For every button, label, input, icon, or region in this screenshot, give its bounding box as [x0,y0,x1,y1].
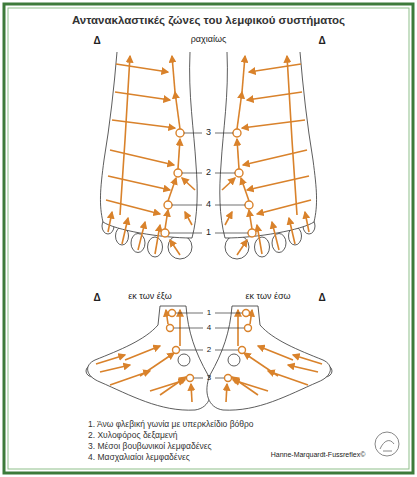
view-marker: Δ [93,292,100,303]
legend-item: 1. Άνω φλεβική γωνία με υπερκλείδιο βόθρ… [88,420,254,429]
illustration-path [110,150,174,165]
illustration-path [175,92,180,129]
illustration-path [166,310,168,324]
illustration-path [96,355,125,364]
illustration-g [100,52,197,259]
callout-number: 3 [206,128,211,138]
illustration-rect [8,8,409,469]
illustration-circle [164,201,172,209]
illustration-line [172,205,202,206]
copyright-note: Hanne-Marquardt-Fussreflex© [271,451,366,459]
illustration-path [108,212,112,232]
illustration-path [120,56,130,215]
illustration-path [115,92,170,100]
illustration-g [169,133,202,233]
legend-item: 2. Χυλοφόρος δεξαμενή [88,431,178,440]
view-marker: Δ [318,292,325,303]
illustration-line [180,350,203,351]
illustration-path [150,380,185,391]
illustration-path [106,200,160,214]
illustration-line [184,133,202,134]
illustration-circle [173,347,180,354]
illustration-path [100,365,130,372]
illustration-path [380,441,394,451]
illustration-path [125,346,160,360]
illustration-line [194,378,203,379]
illustration-ellipse [168,235,192,259]
callout-number: 4 [207,324,211,333]
illustration-circle [178,354,190,366]
illustration-g [86,306,211,410]
illustration-path [122,218,128,244]
view-marker: Δ [318,35,325,46]
view-label: εκ των έσω [245,292,290,302]
illustration-circle [169,310,176,317]
illustration-path [108,176,170,190]
illustration-circle [174,169,182,177]
illustration-path [88,306,211,410]
illustration-path [138,222,145,250]
view-label: εκ των έξω [128,292,172,302]
illustration-g [161,129,184,237]
callout-number: 1 [207,309,211,318]
illustration-line [182,173,202,174]
illustration-path [182,178,195,190]
illustration-path [116,64,168,72]
illustration-path [185,212,192,225]
illustration-g [106,56,195,255]
illustration-line [169,233,202,234]
illustration-g [375,432,399,456]
illustration-rect [4,4,413,473]
callout-number: 4 [206,200,211,210]
illustration-g [86,306,211,410]
illustration-path [172,56,175,92]
illustration-use [207,306,332,410]
illustration-path [191,384,192,402]
callout-number: 3 [207,374,211,383]
callout-number: 2 [207,346,211,355]
illustration-line [176,313,203,314]
illustration-path [112,120,175,128]
view-label: ραχιαίως [191,35,227,45]
illustration-path [170,240,180,255]
illustration-circle [176,129,184,137]
illustration-g [167,310,194,382]
illustration-path [155,225,160,254]
view-marker: Δ [93,35,100,46]
title: Αντανακλαστικές ζώνες του λεμφικού συστή… [0,14,417,27]
illustration-path [110,371,150,385]
illustration-line [174,328,203,329]
illustration-circle [161,229,169,237]
illustration-use [215,52,317,259]
callout-number: 2 [206,168,211,178]
illustration-circle [375,432,399,456]
illustration-path [100,52,197,238]
legend-item: 4. Μασχαλιαίοι λεμφαδένες [88,453,190,462]
legend-item: 3. Μέσοι βουβωνικοί λεμφαδένες [88,442,212,451]
illustration-g [100,52,202,259]
illustration-circle [187,375,194,382]
callout-number: 1 [206,228,211,238]
illustration-circle [167,325,174,332]
illustration-path [178,139,180,169]
illustration-path [165,210,168,229]
illustration-g [96,310,192,402]
illustration-g [174,313,203,378]
